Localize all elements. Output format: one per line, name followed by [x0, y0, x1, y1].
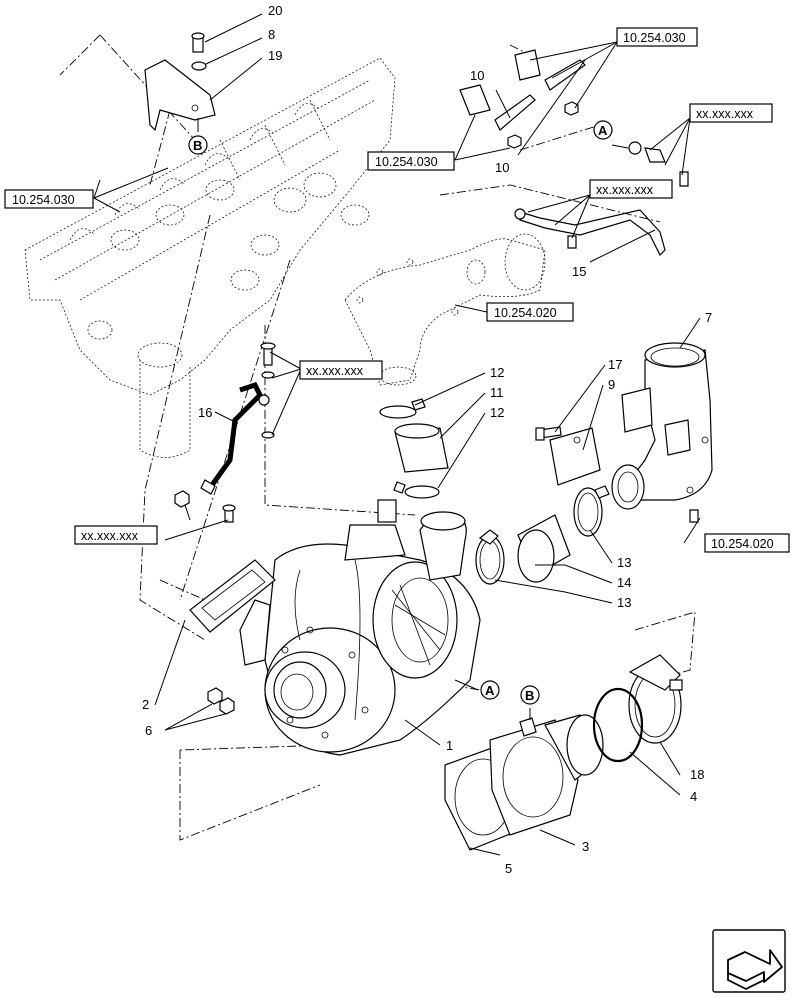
ref-box-10-254-030-top[interactable]: 10.254.030	[616, 27, 698, 47]
ref-box-xx-center[interactable]: xx.xxx.xxx	[299, 360, 383, 380]
engine-block-outline	[24, 57, 396, 458]
ref-label: 10.254.020	[711, 537, 774, 551]
ref-label: xx.xxx.xxx	[81, 529, 139, 543]
next-page-arrow-icon[interactable]	[712, 929, 786, 993]
elbow-part-7	[611, 342, 713, 510]
circle-markers: A A B B	[188, 120, 613, 705]
clamp-part-13-right	[573, 485, 610, 537]
callout-13-lower: 13	[617, 595, 631, 610]
ref-box-10-254-020-mid[interactable]: 10.254.020	[486, 302, 574, 322]
bolt-near-10-254-020	[689, 509, 699, 523]
oil-pipe-part-16	[200, 381, 270, 495]
clamp-part-12-lower	[393, 481, 440, 499]
ref-label: 10.254.020	[494, 306, 557, 320]
marker-b-top: B	[193, 138, 202, 153]
callout-19: 19	[268, 48, 282, 63]
ref-label: 10.254.030	[623, 31, 686, 45]
callout-12-upper: 12	[490, 365, 504, 380]
callout-12-lower: 12	[490, 405, 504, 420]
callout-6: 6	[145, 723, 152, 738]
callout-14: 14	[617, 575, 631, 590]
callout-1: 1	[446, 738, 453, 753]
ref-box-10-254-020-right[interactable]: 10.254.020	[704, 533, 790, 553]
clamp-part-18	[628, 654, 683, 744]
fitting-near-a-top	[628, 141, 689, 187]
callout-5: 5	[505, 861, 512, 876]
callout-7: 7	[705, 310, 712, 325]
sleeve-part-11	[394, 423, 449, 473]
callout-10-top: 10	[470, 68, 484, 83]
callout-4: 4	[690, 789, 697, 804]
ref-label: xx.xxx.xxx	[696, 107, 754, 121]
callout-17: 17	[608, 357, 622, 372]
small-fittings	[174, 490, 236, 523]
callout-11: 11	[490, 385, 504, 400]
pipe-part-15	[514, 208, 666, 257]
callout-13-upper: 13	[617, 555, 631, 570]
adapter-tube	[544, 714, 604, 781]
ref-box-xx-mid[interactable]: xx.xxx.xxx	[589, 179, 673, 199]
ref-box-xx-left[interactable]: xx.xxx.xxx	[74, 525, 158, 545]
leader-lines	[93, 13, 701, 856]
callout-9: 9	[608, 377, 615, 392]
flange-part-3	[489, 717, 579, 836]
reference-boxes: 10.254.030 xx.xxx.xxx 10.254.030 xx.xxx.…	[4, 27, 790, 553]
ref-label: xx.xxx.xxx	[306, 364, 364, 378]
callout-8: 8	[268, 27, 275, 42]
callout-3: 3	[582, 839, 589, 854]
marker-a-lower: A	[485, 683, 495, 698]
bracket-part-19	[144, 59, 216, 132]
o-ring-part-4	[592, 687, 644, 763]
bracket-part-9	[549, 427, 601, 486]
washer-part-8	[191, 61, 207, 71]
intake-elbow-outline	[344, 233, 546, 386]
ref-label: xx.xxx.xxx	[596, 183, 654, 197]
turbocharger-part	[239, 499, 481, 756]
bolt-part-20	[191, 32, 205, 53]
ref-box-xx-top[interactable]: xx.xxx.xxx	[689, 103, 773, 123]
callout-16: 16	[198, 405, 212, 420]
callout-20: 20	[268, 3, 282, 18]
nuts-part-6	[207, 687, 235, 715]
ref-box-10-254-030-left[interactable]: 10.254.030	[4, 189, 94, 209]
callout-2: 2	[142, 697, 149, 712]
ref-box-10-254-030-mid[interactable]: 10.254.030	[367, 151, 455, 171]
ref-label: 10.254.030	[375, 155, 438, 169]
callout-15: 15	[572, 264, 586, 279]
marker-b-lower: B	[525, 688, 534, 703]
ref-label: 10.254.030	[12, 193, 75, 207]
bolt-part-17	[535, 426, 562, 441]
gasket-part-2	[189, 559, 276, 633]
callout-10-lower: 10	[495, 160, 509, 175]
callout-18: 18	[690, 767, 704, 782]
hose-part-14	[517, 514, 571, 583]
marker-a-top: A	[598, 123, 608, 138]
banjo-bolt-stack	[260, 342, 276, 439]
callout-numbers: 20 8 19 10 10 15 12 11 12 16 7 17 9 13 1…	[142, 3, 712, 876]
clamp-part-12-upper	[379, 398, 426, 419]
clamp-parts-10	[459, 49, 586, 149]
clamp-part-13-left	[475, 529, 505, 585]
